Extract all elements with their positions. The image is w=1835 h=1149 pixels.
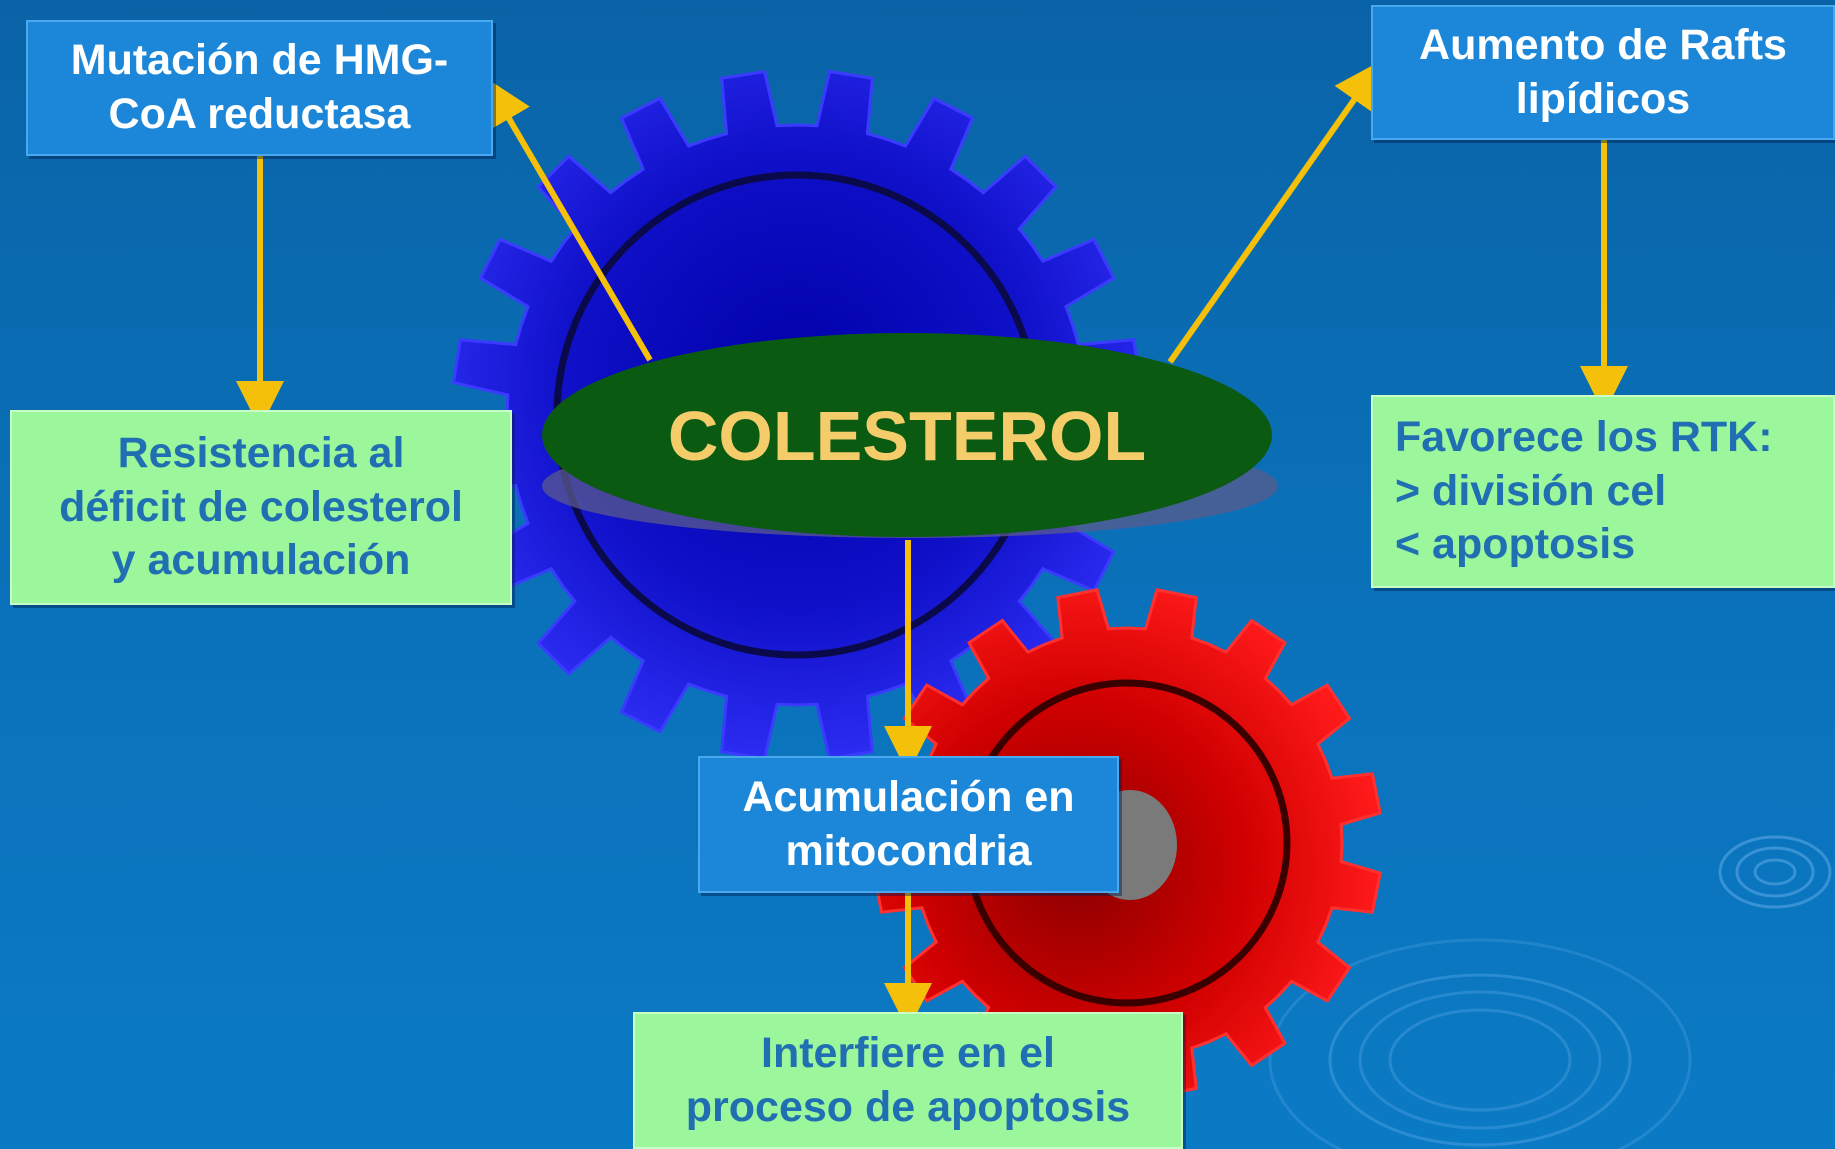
box-text-line: Interfiere en el — [761, 1028, 1055, 1077]
center-label: COLESTEROL — [668, 397, 1146, 475]
cholesterol-ellipse: COLESTEROL — [542, 333, 1278, 538]
box-text-line: CoA reductasa — [108, 90, 411, 138]
box-text-line: Aumento de Rafts — [1419, 20, 1787, 69]
connector-arrows — [236, 60, 1628, 1031]
box-text-line: mitocondria — [785, 826, 1032, 875]
box-text-line: Acumulación en — [742, 772, 1075, 821]
hmg-coa-mutation-box: Mutación de HMG- CoA reductasa — [26, 20, 493, 156]
box-text-line: y acumulación — [111, 536, 411, 585]
box-text-line: Favorece los RTK: — [1395, 412, 1773, 461]
box-text-line: > división cel — [1395, 466, 1667, 515]
box-text-line: < apoptosis — [1395, 520, 1636, 569]
resistance-box: Resistencia al déficit de colesterol y a… — [10, 410, 512, 605]
box-text-line: Resistencia al — [117, 428, 405, 477]
box-text-line: Mutación de HMG- — [70, 36, 449, 85]
rtk-box: Favorece los RTK: > división cel < apopt… — [1371, 395, 1835, 588]
box-text-line: lipídicos — [1515, 74, 1691, 123]
box-text-line: déficit de colesterol — [59, 482, 463, 531]
arrow-to-rafts — [1167, 60, 1382, 364]
apoptosis-box: Interfiere en el proceso de apoptosis — [633, 1012, 1183, 1149]
arrow-to-hmg — [484, 77, 653, 362]
box-text-line: proceso de apoptosis — [685, 1082, 1131, 1131]
lipid-rafts-box: Aumento de Rafts lipídicos — [1371, 5, 1835, 140]
water-ripples — [1268, 835, 1832, 1149]
mitochondria-box: Acumulación en mitocondria — [698, 756, 1119, 893]
